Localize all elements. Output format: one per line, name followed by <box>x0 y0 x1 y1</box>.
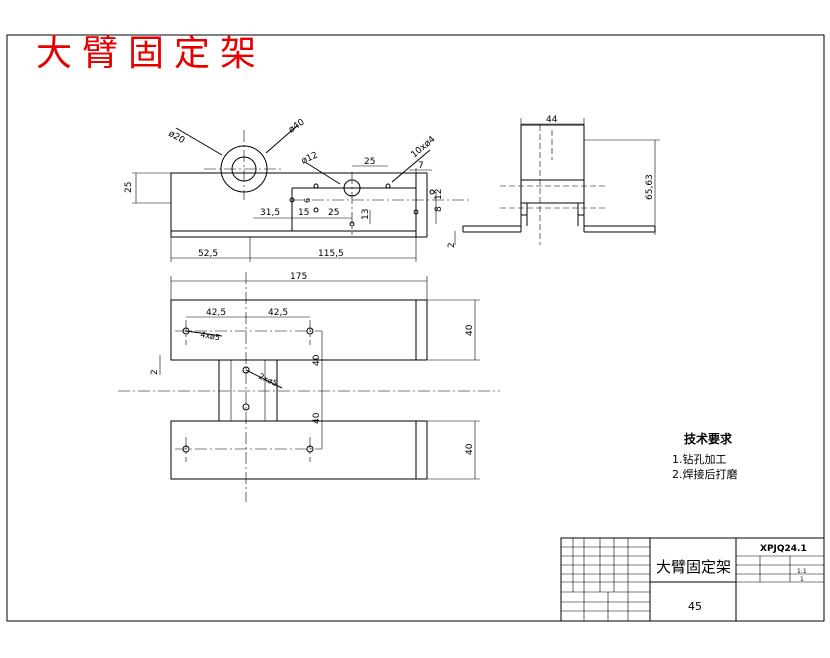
material-number: 45 <box>688 600 702 613</box>
dim-25-top: 25 <box>364 157 375 167</box>
dim-12: 12 <box>434 189 444 200</box>
dim-7: 7 <box>418 161 424 171</box>
dim-25-left: 25 <box>124 182 134 193</box>
dim-115-5: 115,5 <box>318 249 344 259</box>
quantity-value: 1 <box>800 576 804 583</box>
tech-requirement-1: 1.钻孔加工 <box>672 453 727 466</box>
dim-2-top: 2 <box>150 369 160 375</box>
side-hidden-lines <box>500 125 605 245</box>
dim-40-b: 40 <box>312 354 322 366</box>
dim-42-5-a: 42,5 <box>206 308 226 318</box>
dim-31-5: 31,5 <box>260 208 280 218</box>
dim-13: 13 <box>361 209 371 220</box>
tech-requirement-2: 2.焊接后打磨 <box>672 468 738 481</box>
dim-42-5-b: 42,5 <box>268 308 288 318</box>
dim-6: 6 <box>303 198 312 203</box>
dim-44: 44 <box>546 115 558 125</box>
scale-value: 1:1 <box>797 568 807 575</box>
front-centerlines <box>204 130 470 235</box>
dim-65-63: 65,63 <box>645 174 655 200</box>
drawing-number: XPJQ24.1 <box>760 544 807 554</box>
drawing-frame <box>6 34 825 622</box>
dim-40-d: 40 <box>465 443 475 455</box>
side-view <box>462 118 660 235</box>
dim-dia40: ø40 <box>287 117 307 135</box>
title-block <box>560 537 825 622</box>
dim-40-a: 40 <box>465 324 475 336</box>
dim-dia12: ø12 <box>300 150 320 166</box>
tech-requirements-heading: 技术要求 <box>684 432 733 446</box>
part-name: 大臂固定架 <box>656 558 731 576</box>
dim-15: 15 <box>298 208 309 218</box>
dimension-labels: ø20 ø40 ø12 10xø4 25 25 7 6 31,5 15 25 1… <box>124 115 655 455</box>
dim-25-mid: 25 <box>328 208 339 218</box>
drawing-title-red: 大臂固定架 <box>36 33 267 74</box>
dim-175: 175 <box>290 272 307 282</box>
dim-10xd4: 10xø4 <box>410 134 438 160</box>
dim-8: 8 <box>434 206 444 212</box>
top-view <box>159 276 480 480</box>
dim-40-c: 40 <box>312 412 322 424</box>
dim-52-5: 52,5 <box>198 249 218 259</box>
title-block-text: 大臂固定架 XPJQ24.1 45 1:1 1 <box>656 544 807 613</box>
dim-2-front: 2 <box>447 242 457 248</box>
dim-2xd5: 2xø5 <box>257 372 279 389</box>
top-centerlines <box>118 272 500 502</box>
dim-dia20: ø20 <box>167 129 187 146</box>
dim-4xd5: 4xø5 <box>200 330 221 342</box>
